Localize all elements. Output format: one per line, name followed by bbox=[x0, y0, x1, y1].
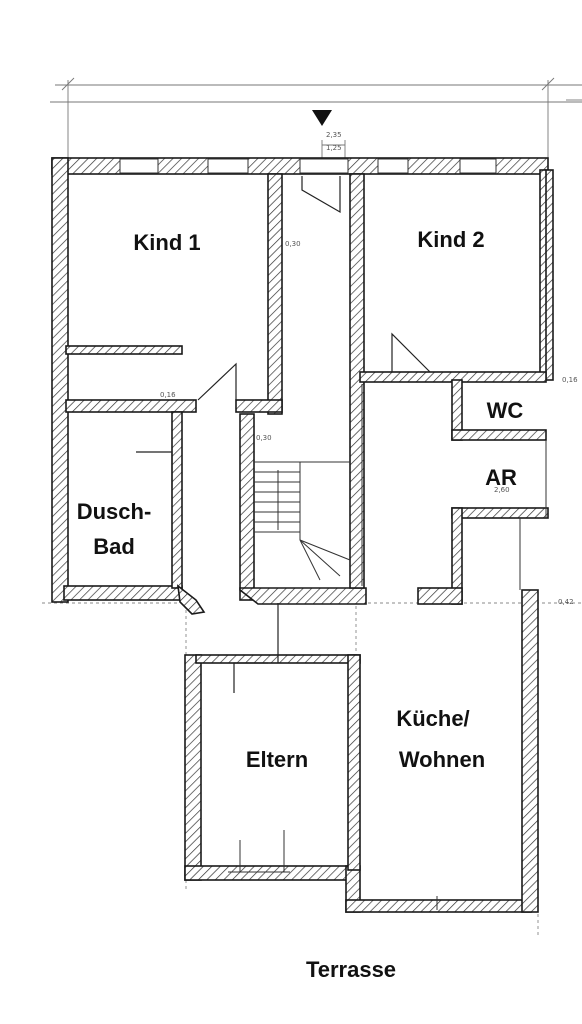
dim-entrance-bottom: 1,25 bbox=[326, 144, 342, 152]
triangle-down-icon bbox=[312, 110, 332, 126]
dim-kind1-bottom: 0,16 bbox=[160, 391, 176, 399]
dim-stair: 0,30 bbox=[256, 434, 272, 442]
room-label-kueche: Küche/ bbox=[396, 706, 469, 731]
room-label-kind2: Kind 2 bbox=[417, 227, 484, 252]
room-label-bad: Bad bbox=[93, 534, 135, 559]
construction-lines bbox=[42, 590, 582, 935]
interior-lines bbox=[361, 384, 547, 910]
top-dimension-lines bbox=[50, 77, 582, 160]
room-label-eltern: Eltern bbox=[246, 747, 308, 772]
top-windows bbox=[119, 158, 497, 174]
room-label-dusch: Dusch- bbox=[77, 499, 152, 524]
dim-entrance-top: 2,35 bbox=[326, 131, 342, 139]
room-labels: Kind 1 Kind 2 WC AR Dusch- Bad Eltern Kü… bbox=[77, 227, 524, 982]
room-label-terrasse: Terrasse bbox=[306, 957, 396, 982]
dimension-labels: 2,35 1,25 0,30 0,30 0,16 2,60 0,16 0,42 bbox=[160, 131, 578, 606]
interior-walls bbox=[65, 173, 549, 871]
dim-right-lower: 0,42 bbox=[558, 598, 574, 606]
dim-ar-width: 2,60 bbox=[494, 486, 510, 494]
room-label-wc: WC bbox=[487, 398, 524, 423]
dim-right-upper: 0,16 bbox=[562, 376, 578, 384]
room-label-kind1: Kind 1 bbox=[133, 230, 200, 255]
doors bbox=[136, 176, 431, 873]
dim-corridor-upper: 0,30 bbox=[285, 240, 301, 248]
room-label-wohnen: Wohnen bbox=[399, 747, 485, 772]
room-label-ar: AR bbox=[485, 465, 517, 490]
staircase bbox=[254, 461, 351, 581]
